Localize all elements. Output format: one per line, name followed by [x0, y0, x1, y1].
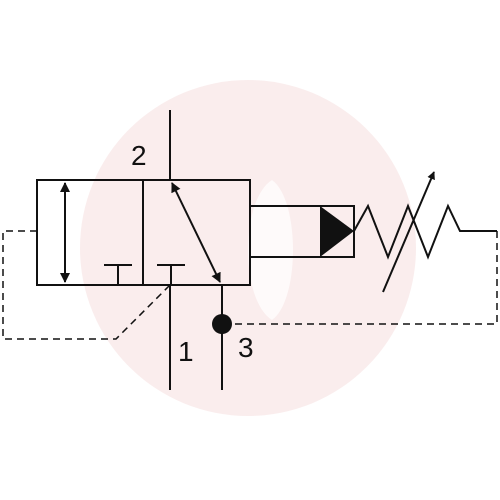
pilot-actuator — [249, 205, 355, 258]
watermark-logo-icon — [80, 80, 416, 416]
port-2-label: 2 — [131, 140, 147, 171]
port-1-label: 1 — [178, 336, 194, 367]
flow-arrow — [171, 182, 221, 283]
left-blocked-port — [104, 264, 132, 285]
pilot-line-left — [2, 230, 171, 340]
port-3-label: 3 — [238, 332, 254, 363]
spring-adjust-arrow — [382, 171, 435, 293]
junction-dot-icon — [212, 314, 232, 334]
pilot-line-right — [232, 231, 498, 325]
adjustable-spring-icon — [353, 203, 497, 260]
pilot-triangle-icon — [320, 206, 354, 257]
